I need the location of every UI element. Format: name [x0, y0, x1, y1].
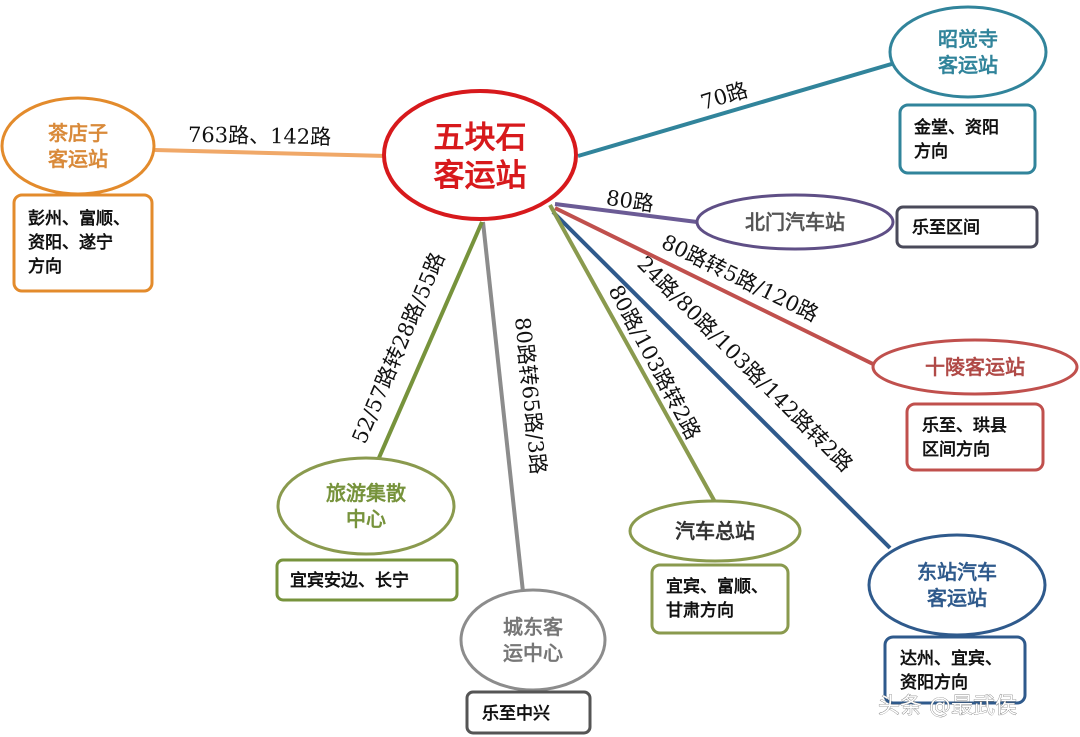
station-name: 客运站 — [937, 53, 998, 77]
station-beimen[interactable]: 北门汽车站 — [695, 193, 895, 251]
center-name-line1: 五块石 — [434, 120, 527, 156]
station-name: 运中心 — [503, 641, 563, 665]
station-name: 茶店子 — [48, 121, 108, 145]
line-beimen — [554, 202, 698, 224]
station-name: 北门汽车站 — [745, 210, 845, 234]
station-name: 汽车总站 — [675, 519, 755, 543]
route-label-chadianzi: 763路、142路 — [188, 123, 332, 149]
station-lvyou[interactable]: 旅游集散 中心 — [276, 456, 456, 556]
directions-box-lvyou: 宜宾安边、长宁 — [275, 558, 459, 602]
line-chadianzi — [154, 148, 386, 158]
station-name: 客运站 — [47, 147, 108, 171]
station-name: 旅游集散 — [326, 481, 407, 505]
directions-box-shiling: 乐至、珙县 区间方向 — [905, 402, 1045, 472]
directions-box-beimen: 乐至区间 — [895, 205, 1039, 249]
station-dongzhan[interactable]: 东站汽车 客运站 — [867, 533, 1047, 637]
station-qichezongzhan[interactable]: 汽车总站 — [628, 499, 802, 563]
line-dongzhan — [551, 210, 892, 550]
station-name: 客运站 — [926, 586, 987, 610]
line-qichezongzhan — [548, 204, 717, 503]
center-name-line2: 客运站 — [434, 158, 527, 194]
direction-text: 方向 — [914, 141, 948, 162]
directions-box-chadianzi: 彭州、富顺、 资阳、遂宁 方向 — [12, 193, 154, 293]
station-zhaojuesi[interactable]: 昭觉寺 客运站 — [888, 5, 1048, 99]
direction-text: 乐至、珙县 — [922, 416, 1007, 436]
center-station[interactable]: 五块石 客运站 — [382, 89, 578, 221]
direction-text: 区间方向 — [922, 439, 990, 460]
direction-text: 资阳、遂宁 — [28, 232, 113, 253]
station-name: 城东客 — [503, 615, 564, 639]
line-zhaojuesi — [577, 61, 896, 158]
station-name: 昭觉寺 — [938, 27, 998, 51]
station-name: 中心 — [346, 507, 386, 531]
line-shiling — [554, 206, 876, 367]
direction-text: 甘肃方向 — [666, 600, 734, 621]
direction-text: 乐至中兴 — [482, 703, 550, 724]
direction-text: 达州、宜宾、 — [900, 648, 1002, 669]
directions-box-qichezongzhan: 宜宾、富顺、 甘肃方向 — [650, 563, 790, 635]
line-lvyou — [376, 221, 484, 461]
direction-text: 方向 — [28, 256, 62, 277]
direction-text: 彭州、富顺、 — [28, 208, 130, 229]
line-chengdong — [481, 221, 525, 593]
station-name: 东站汽车 — [917, 560, 997, 584]
station-chadianzi[interactable]: 茶店子 客运站 — [0, 96, 156, 196]
route-label-chengdong: 80路转65路/3路 — [510, 316, 550, 476]
direction-text: 乐至区间 — [912, 217, 980, 238]
direction-text: 宜宾、富顺、 — [666, 576, 768, 597]
station-shiling[interactable]: 十陵客运站 — [871, 338, 1079, 396]
directions-box-chengdong: 乐至中兴 — [465, 690, 592, 735]
directions-box-zhaojuesi: 金堂、资阳 方向 — [898, 103, 1037, 175]
direction-text: 资阳方向 — [900, 672, 968, 693]
station-name: 十陵客运站 — [925, 355, 1025, 379]
watermark: 头条 @最武侯 — [878, 694, 1017, 719]
station-chengdong[interactable]: 城东客 运中心 — [459, 588, 607, 692]
directions-box-dongzhan: 达州、宜宾、 资阳方向 — [883, 635, 1027, 705]
direction-text: 宜宾安边、长宁 — [290, 570, 409, 591]
direction-text: 金堂、资阳 — [913, 117, 999, 138]
